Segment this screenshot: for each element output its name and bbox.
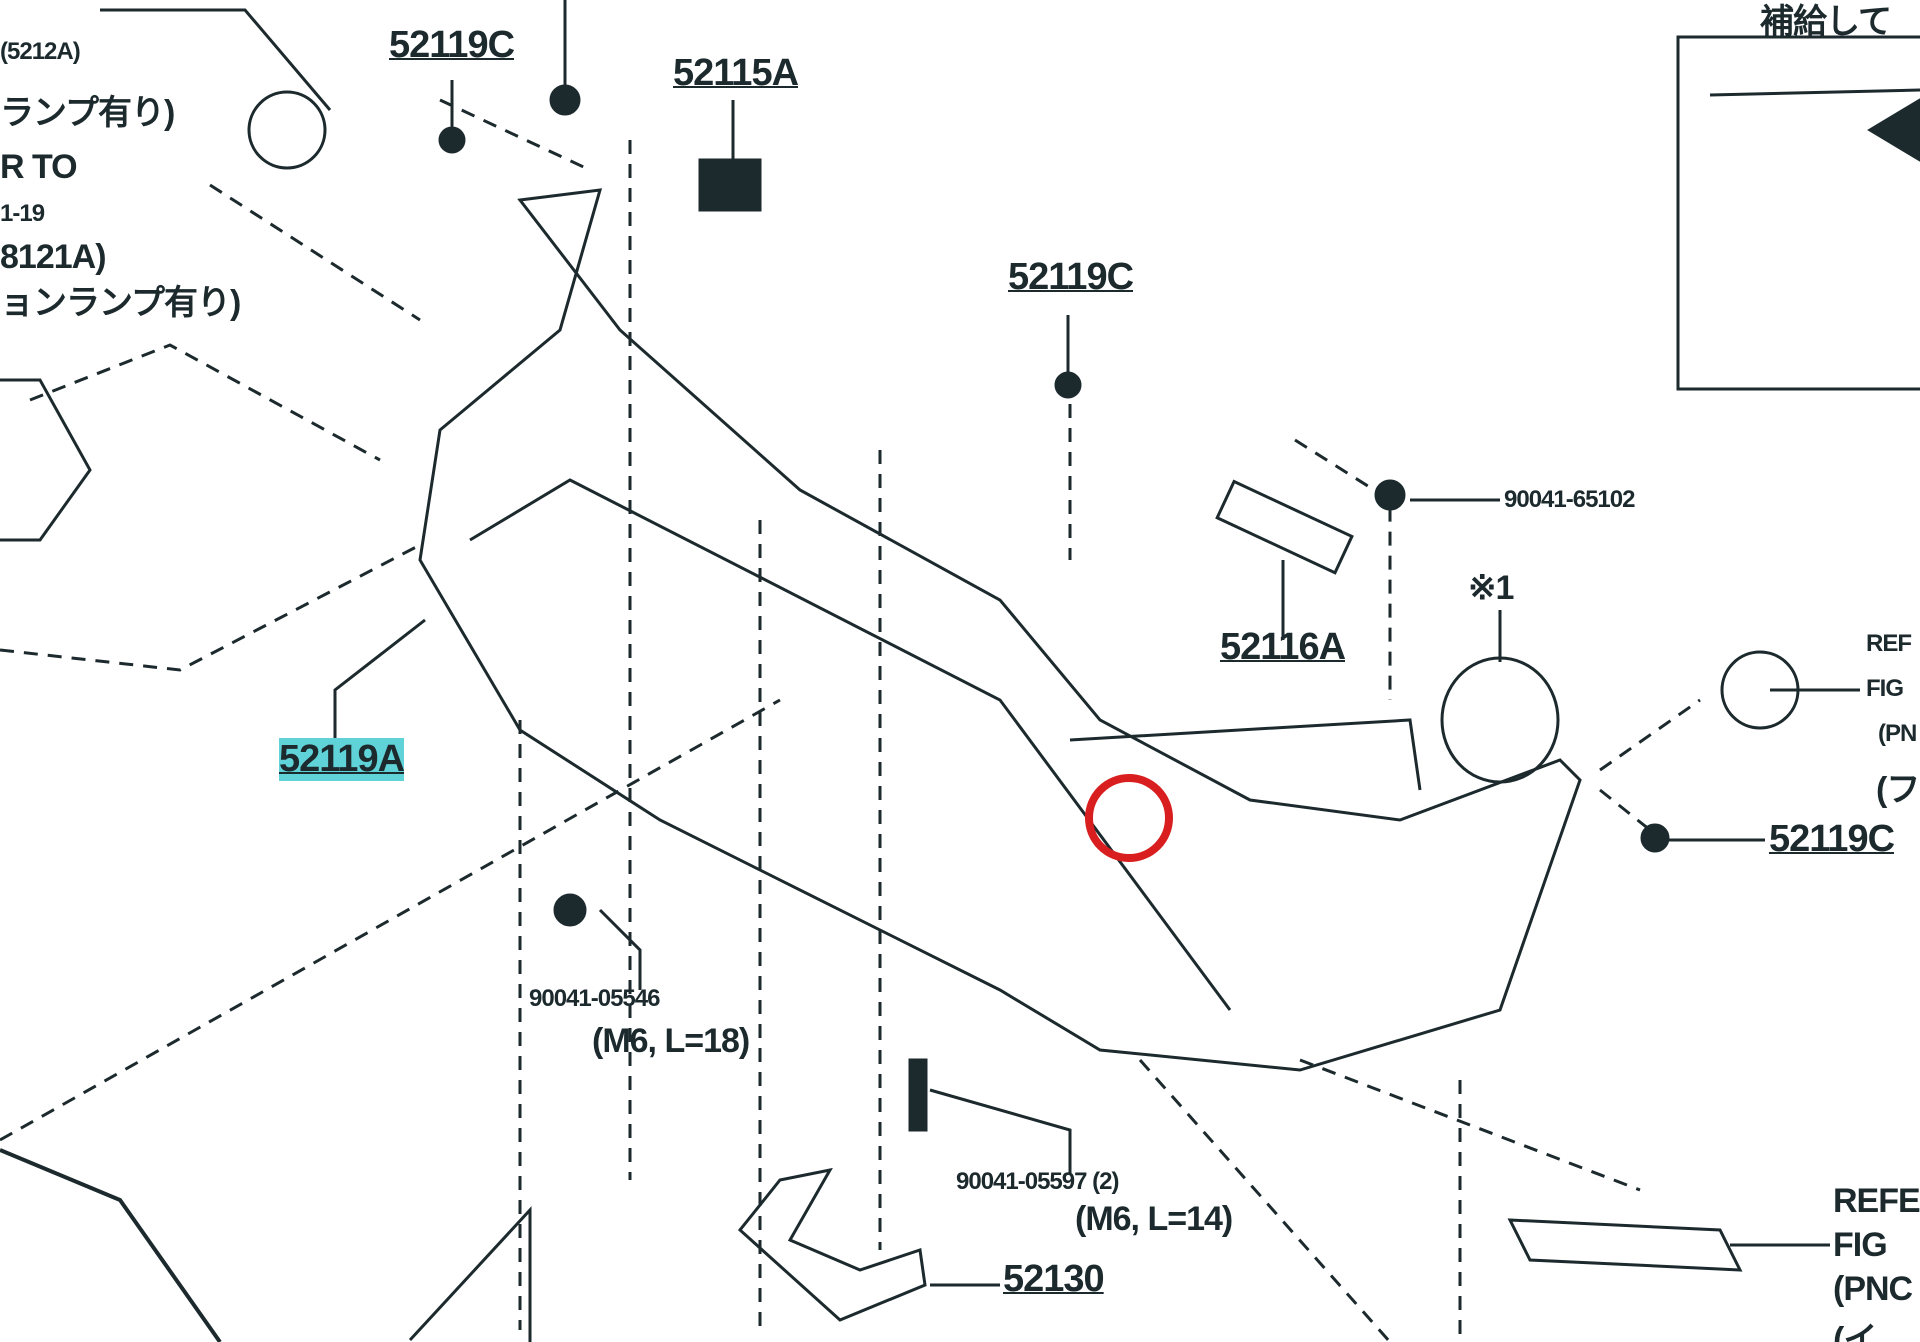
- screw: [549, 84, 581, 116]
- left-note: 8121A): [0, 238, 107, 276]
- mesh-grille-piece: [0, 1148, 222, 1342]
- reference-part: [1507, 1218, 1743, 1272]
- leader-line: [598, 908, 642, 990]
- bottom-right-note: REFE: [1833, 1182, 1920, 1220]
- bolt-90041-05597: [908, 1058, 928, 1132]
- bottom-right-note: (イ: [1833, 1321, 1877, 1342]
- right-note: REF: [1866, 630, 1912, 657]
- clip-52119C: [438, 126, 466, 154]
- fog-lamp-cover: [1720, 650, 1800, 730]
- clip-52115A: [698, 158, 762, 212]
- part-label-52119C[interactable]: 52119C: [1008, 256, 1134, 298]
- bolt-90041-05546: [553, 893, 587, 927]
- clip-52119C: [1054, 371, 1082, 399]
- grille-outline: [418, 188, 1582, 1072]
- grille-inner-edge: [469, 478, 1232, 1011]
- part-label-52130[interactable]: 52130: [1003, 1258, 1105, 1300]
- bracket-52130: [737, 1167, 927, 1322]
- part-label-90041-65102[interactable]: 90041-65102: [1504, 486, 1635, 513]
- bottom-right-note: FIG: [1833, 1226, 1888, 1264]
- inset-shape: [1867, 98, 1920, 162]
- lower-bracket: [408, 1206, 532, 1342]
- bolt-spec: (M6, L=18): [592, 1022, 750, 1060]
- part-label-52119C[interactable]: 52119C: [1769, 818, 1895, 860]
- note-marker-1: ※1: [1468, 569, 1514, 607]
- grille-inner-edge: [1069, 718, 1422, 791]
- bottom-right-note: (PNC: [1833, 1270, 1913, 1308]
- left-note: ランプ有り): [0, 94, 175, 132]
- right-note: (PN: [1878, 720, 1917, 747]
- bolt-spec: (M6, L=14): [1075, 1200, 1233, 1238]
- part-label-90041-05597[interactable]: 90041-05597 (2): [956, 1168, 1119, 1195]
- leader-line: [100, 8, 332, 111]
- top-right-note: 補給して: [1760, 3, 1892, 41]
- left-note: R TO: [0, 148, 78, 186]
- left-note: 1-19: [0, 200, 45, 227]
- inset-box: [1676, 35, 1920, 391]
- part-label-52116A[interactable]: 52116A: [1220, 626, 1346, 668]
- detail-circle: [1440, 656, 1560, 784]
- bracket-52116A: [1215, 479, 1354, 575]
- leader-line: [929, 1088, 1072, 1175]
- fog-lamp-cover: [247, 90, 327, 170]
- left-note: (5212A): [0, 38, 81, 65]
- part-label-52119C[interactable]: 52119C: [389, 24, 515, 66]
- inset-line: [1709, 88, 1920, 97]
- part-label-52115A[interactable]: 52115A: [673, 52, 799, 94]
- clip-52119C: [1640, 823, 1670, 853]
- right-note: FIG: [1866, 675, 1904, 702]
- right-note: (フ: [1876, 771, 1920, 809]
- screw-90041-65102: [1374, 479, 1406, 511]
- left-note: ョンランプ有り): [0, 284, 241, 322]
- part-label-90041-05546[interactable]: 90041-05546: [529, 985, 660, 1012]
- left-fog-bracket: [0, 378, 92, 542]
- red-circle-marker: [1085, 774, 1173, 862]
- leader-line: [333, 618, 426, 740]
- part-label-52119A-highlighted[interactable]: 52119A: [279, 738, 405, 781]
